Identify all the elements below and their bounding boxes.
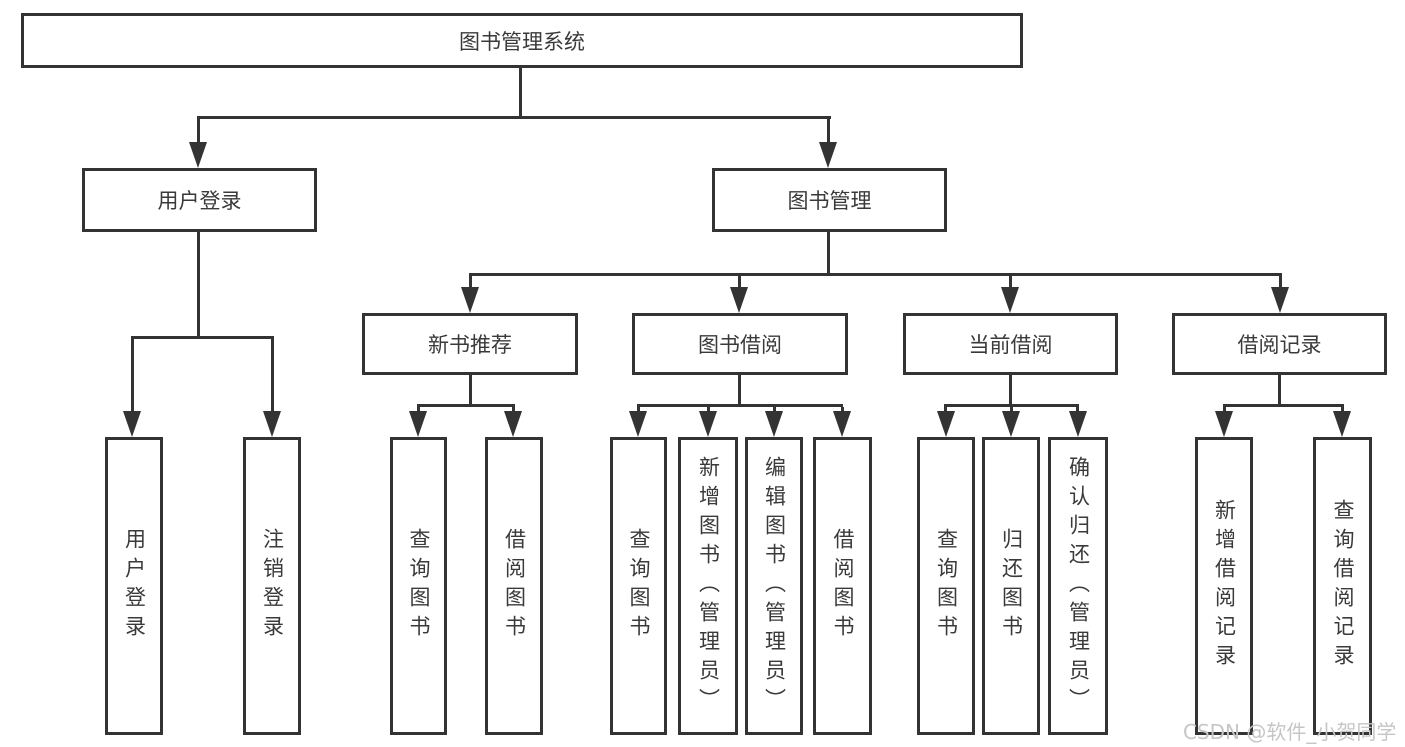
node-current-borrow-label: 当前借阅 — [968, 333, 1053, 357]
connector-drop-borrow-books-recommend — [512, 407, 515, 412]
arrowhead-borrow-records — [1271, 287, 1289, 313]
leaf-query-books-borrow-label: 查询图书 — [627, 528, 651, 644]
leaf-query-books-recommend: 查询图书 — [390, 437, 447, 735]
leaf-return-books-label: 归还图书 — [999, 528, 1024, 644]
connector-current-borrow-split — [944, 404, 1079, 407]
leaf-add-book-admin: 新增图书（管理员） — [678, 437, 738, 735]
leaf-add-borrow-record: 新增借阅记录 — [1195, 437, 1253, 735]
arrowhead-add-borrow-record — [1215, 411, 1233, 437]
arrowhead-book-management — [819, 142, 837, 168]
connector-drop-query-books-recommend — [417, 407, 420, 412]
arrowhead-user-login — [189, 142, 207, 168]
arrowhead-leaf-user-login — [123, 411, 141, 437]
leaf-borrow-books-recommend: 借阅图书 — [485, 437, 543, 735]
connector-new-book-recommend-stem — [469, 375, 472, 406]
arrowhead-query-books-borrow — [629, 411, 647, 437]
connector-drop-leaf-user-login — [131, 339, 134, 411]
leaf-query-books-borrow: 查询图书 — [610, 437, 667, 735]
leaf-borrow-books: 借阅图书 — [813, 437, 872, 735]
leaf-confirm-return-admin: 确认归还（管理员） — [1048, 437, 1108, 735]
node-current-borrow: 当前借阅 — [903, 313, 1118, 375]
node-book-borrow: 图书借阅 — [632, 313, 848, 375]
arrowhead-borrow-books — [833, 411, 851, 437]
connector-drop-add-borrow-record — [1223, 407, 1226, 412]
connector-book-borrow-stem — [738, 375, 741, 406]
connector-drop-edit-book-admin — [773, 407, 776, 412]
connector-book-borrow-split — [637, 404, 843, 407]
connector-drop-leaf-logout — [271, 339, 274, 411]
connector-book-management-split — [469, 273, 1282, 276]
arrowhead-query-books-recommend — [409, 411, 427, 437]
leaf-borrow-books-recommend-label: 借阅图书 — [502, 528, 527, 644]
leaf-query-borrow-record: 查询借阅记录 — [1313, 437, 1372, 735]
arrowhead-edit-book-admin — [765, 411, 783, 437]
watermark: CSDN @软件_小贺同学 — [1183, 720, 1397, 744]
leaf-edit-book-admin: 编辑图书（管理员） — [745, 437, 803, 735]
connector-drop-book-management — [827, 119, 830, 142]
connector-drop-query-borrow-record — [1341, 407, 1344, 412]
leaf-query-books-recommend-label: 查询图书 — [407, 528, 431, 644]
leaf-edit-book-admin-label: 编辑图书（管理员） — [762, 455, 787, 717]
arrowhead-return-books — [1002, 411, 1020, 437]
connector-new-book-recommend-split — [417, 404, 515, 407]
connector-book-management-stem — [827, 232, 830, 276]
leaf-user-login: 用户登录 — [105, 437, 163, 735]
connector-drop-query-books-borrow — [637, 407, 640, 412]
arrowhead-leaf-logout — [263, 411, 281, 437]
leaf-query-books-current-label: 查询图书 — [934, 528, 959, 644]
arrowhead-new-book-recommend — [461, 287, 479, 313]
connector-drop-user-login — [197, 119, 200, 142]
leaf-query-books-current: 查询图书 — [917, 437, 975, 735]
connector-drop-current-borrow — [1009, 276, 1012, 287]
connector-root-split — [197, 116, 831, 119]
connector-drop-borrow-records — [1279, 276, 1282, 287]
arrowhead-query-books-current — [937, 411, 955, 437]
connector-drop-book-borrow — [738, 276, 741, 287]
leaf-add-borrow-record-label: 新增借阅记录 — [1212, 499, 1237, 673]
node-book-management: 图书管理 — [712, 168, 947, 232]
node-borrow-records-label: 借阅记录 — [1237, 333, 1322, 357]
connector-user-login-split — [131, 336, 274, 339]
node-new-book-recommend-label: 新书推荐 — [428, 333, 512, 357]
arrowhead-current-borrow — [1001, 287, 1019, 313]
node-new-book-recommend: 新书推荐 — [362, 313, 578, 375]
connector-drop-query-books-current — [944, 407, 947, 412]
connector-borrow-records-split — [1223, 404, 1344, 407]
arrowhead-confirm-return — [1069, 411, 1087, 437]
leaf-add-book-admin-label: 新增图书（管理员） — [696, 455, 721, 717]
node-user-login: 用户登录 — [82, 168, 317, 232]
node-book-management-label: 图书管理 — [787, 189, 872, 213]
arrowhead-borrow-books-recommend — [504, 411, 522, 437]
node-root-label: 图书管理系统 — [459, 29, 585, 54]
leaf-logout-login: 注销登录 — [243, 437, 301, 735]
arrowhead-book-borrow — [730, 287, 748, 313]
arrowhead-query-borrow-record — [1333, 411, 1351, 437]
connector-drop-return-books — [1010, 407, 1013, 412]
leaf-query-borrow-record-label: 查询借阅记录 — [1331, 499, 1355, 673]
node-root: 图书管理系统 — [21, 13, 1023, 68]
connector-root-stem — [519, 68, 522, 119]
arrowhead-add-book-admin — [699, 411, 717, 437]
leaf-return-books: 归还图书 — [982, 437, 1040, 735]
leaf-borrow-books-label: 借阅图书 — [831, 528, 855, 644]
connector-user-login-stem — [197, 232, 200, 339]
leaf-confirm-return-admin-label: 确认归还（管理员） — [1066, 455, 1091, 717]
leaf-logout-login-label: 注销登录 — [260, 528, 285, 644]
node-book-borrow-label: 图书借阅 — [698, 333, 782, 357]
leaf-user-login-label: 用户登录 — [122, 528, 147, 644]
connector-drop-confirm-return — [1076, 407, 1079, 412]
node-borrow-records: 借阅记录 — [1172, 313, 1387, 375]
connector-drop-new-book-recommend — [469, 276, 472, 287]
connector-drop-borrow-books — [841, 407, 844, 412]
connector-borrow-records-stem — [1278, 375, 1281, 406]
node-user-login-label: 用户登录 — [157, 189, 242, 213]
connector-drop-add-book-admin — [707, 407, 710, 412]
connector-current-borrow-stem — [1009, 375, 1012, 406]
